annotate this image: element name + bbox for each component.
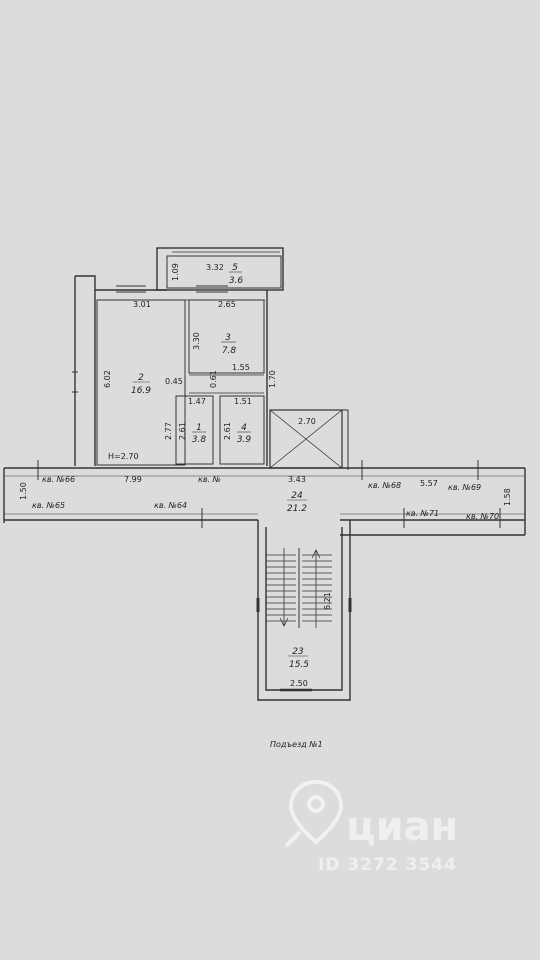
apt-65: кв. №65 bbox=[32, 501, 65, 510]
dim-corridor-small: 1.55 bbox=[232, 363, 250, 372]
balcony-outline bbox=[156, 247, 284, 291]
apt-partial: кв. № bbox=[198, 475, 221, 484]
room-3-area: 7.8 bbox=[222, 346, 237, 356]
apt-71: кв. №71 bbox=[406, 509, 439, 518]
dim-room3-width: 2.65 bbox=[218, 300, 236, 309]
dim-end-left: 1.50 bbox=[19, 482, 28, 500]
dim-room2-width: 3.01 bbox=[133, 300, 151, 309]
dim-room3-length: 3.30 bbox=[192, 332, 201, 350]
dim-balcony-width: 3.32 bbox=[206, 263, 224, 272]
corridor-outline bbox=[3, 467, 526, 536]
apartment-labels: кв. №66 кв. №65 кв. №64 кв. № кв. №68 кв… bbox=[32, 475, 499, 521]
dim-room1-height-a: 2.77 bbox=[164, 422, 173, 440]
room-2-area: 16.9 bbox=[131, 386, 151, 396]
ceiling-height: H=2.70 bbox=[108, 452, 139, 461]
apt-66: кв. №66 bbox=[42, 475, 75, 484]
watermark: циан ID 3272 3544 bbox=[284, 779, 458, 875]
room-24-area: 21.2 bbox=[287, 504, 307, 514]
dim-room2-length: 6.02 bbox=[103, 370, 112, 388]
room-2-number: 2 bbox=[138, 373, 144, 383]
watermark-id: ID 3272 3544 bbox=[318, 855, 457, 875]
room-4-area: 3.9 bbox=[237, 435, 252, 445]
dim-balcony-depth: 1.09 bbox=[171, 263, 180, 281]
room-2-outline bbox=[96, 299, 186, 466]
apt-64: кв. №64 bbox=[154, 501, 187, 510]
room-1-outline bbox=[175, 395, 214, 465]
dim-hall-right: 5.57 bbox=[420, 479, 438, 488]
room-3-outline bbox=[188, 299, 265, 374]
apt-70: кв. №70 bbox=[466, 512, 499, 521]
openings bbox=[37, 285, 501, 692]
room-4-number: 4 bbox=[241, 423, 247, 433]
room-23-number: 23 bbox=[292, 647, 304, 657]
room-1-number: 1 bbox=[196, 423, 202, 433]
dim-end-right: 1.58 bbox=[503, 488, 512, 506]
room-23-area: 15.5 bbox=[289, 660, 309, 670]
entrance-caption: Подъезд №1 bbox=[270, 740, 323, 749]
dim-room4-height: 2.61 bbox=[223, 422, 232, 440]
dim-wall-offset: 0.45 bbox=[165, 377, 183, 386]
apt-69: кв. №69 bbox=[448, 483, 481, 492]
room-3-number: 3 bbox=[225, 333, 231, 343]
room-1-area: 3.8 bbox=[192, 435, 207, 445]
apt-68: кв. №68 bbox=[368, 481, 401, 490]
dim-elevator: 2.70 bbox=[298, 417, 316, 426]
dim-room4-width: 1.51 bbox=[234, 397, 252, 406]
dimension-labels: 3.32 1.09 3.01 6.02 2.65 3.30 1.55 0.45 … bbox=[19, 263, 512, 688]
location-pin-icon bbox=[284, 779, 344, 848]
room-labels: 5 3.6 2 16.9 3 7.8 1 3.8 4 3.9 24 21.2 2… bbox=[108, 263, 309, 670]
dim-room1-width: 1.47 bbox=[188, 397, 206, 406]
dim-hall-left: 7.99 bbox=[124, 475, 142, 484]
stair-steps bbox=[266, 548, 332, 628]
room-4-outline bbox=[219, 395, 265, 465]
dim-stair-width: 2.50 bbox=[290, 679, 308, 688]
dim-wall-gap: 0.61 bbox=[209, 370, 218, 388]
dim-stair-length: 6.21 bbox=[323, 592, 332, 610]
watermark-brand: циан bbox=[346, 804, 458, 850]
room-24-number: 24 bbox=[291, 491, 303, 501]
dim-bath-gap: 1.70 bbox=[268, 370, 277, 388]
room-5-area: 3.6 bbox=[229, 276, 244, 286]
apartment-outline bbox=[74, 275, 268, 466]
dim-hall-mid: 3.43 bbox=[288, 475, 306, 484]
room-5-number: 5 bbox=[232, 263, 238, 273]
dim-room1-height-b: 2.61 bbox=[178, 422, 187, 440]
